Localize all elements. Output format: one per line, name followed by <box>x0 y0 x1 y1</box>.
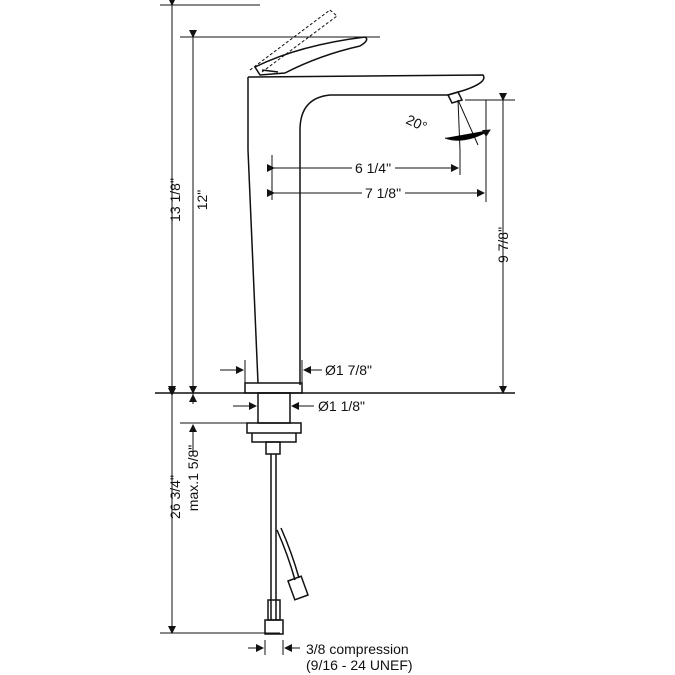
label-spout-height: 12" <box>194 190 210 211</box>
dim-angle <box>444 99 491 151</box>
label-overall-height: 13 1/8" <box>167 178 183 222</box>
supply-hoses <box>264 527 309 635</box>
dim-reach-outer <box>267 100 487 202</box>
label-shank-diameter: Ø1 1/8" <box>318 398 365 414</box>
dim-base-diameter <box>220 360 322 383</box>
faucet-body <box>244 74 485 394</box>
dim-overall-height <box>160 0 260 394</box>
label-below-length: 26 3/4" <box>167 475 183 519</box>
dim-max-deck <box>180 393 247 455</box>
dim-connection <box>248 640 300 655</box>
label-base-diameter: Ø1 7/8" <box>325 362 372 378</box>
dim-spout-height <box>180 30 380 394</box>
label-connection-line2: (9/16 - 24 UNEF) <box>306 657 413 673</box>
dim-below-length <box>160 388 280 634</box>
lever-handle-open-position <box>249 9 338 73</box>
shank-assembly <box>246 392 302 620</box>
dim-clearance <box>465 93 515 394</box>
label-reach-outer: 7 1/8" <box>365 185 401 201</box>
label-angle: 20° <box>404 111 430 134</box>
label-reach-inner: 6 1/4" <box>355 160 391 176</box>
label-connection-line1: 3/8 compression <box>306 641 409 657</box>
label-max-deck: max.1 5/8" <box>185 445 201 511</box>
lever-handle[interactable] <box>253 36 368 76</box>
label-clearance: 9 7/8" <box>495 227 511 263</box>
